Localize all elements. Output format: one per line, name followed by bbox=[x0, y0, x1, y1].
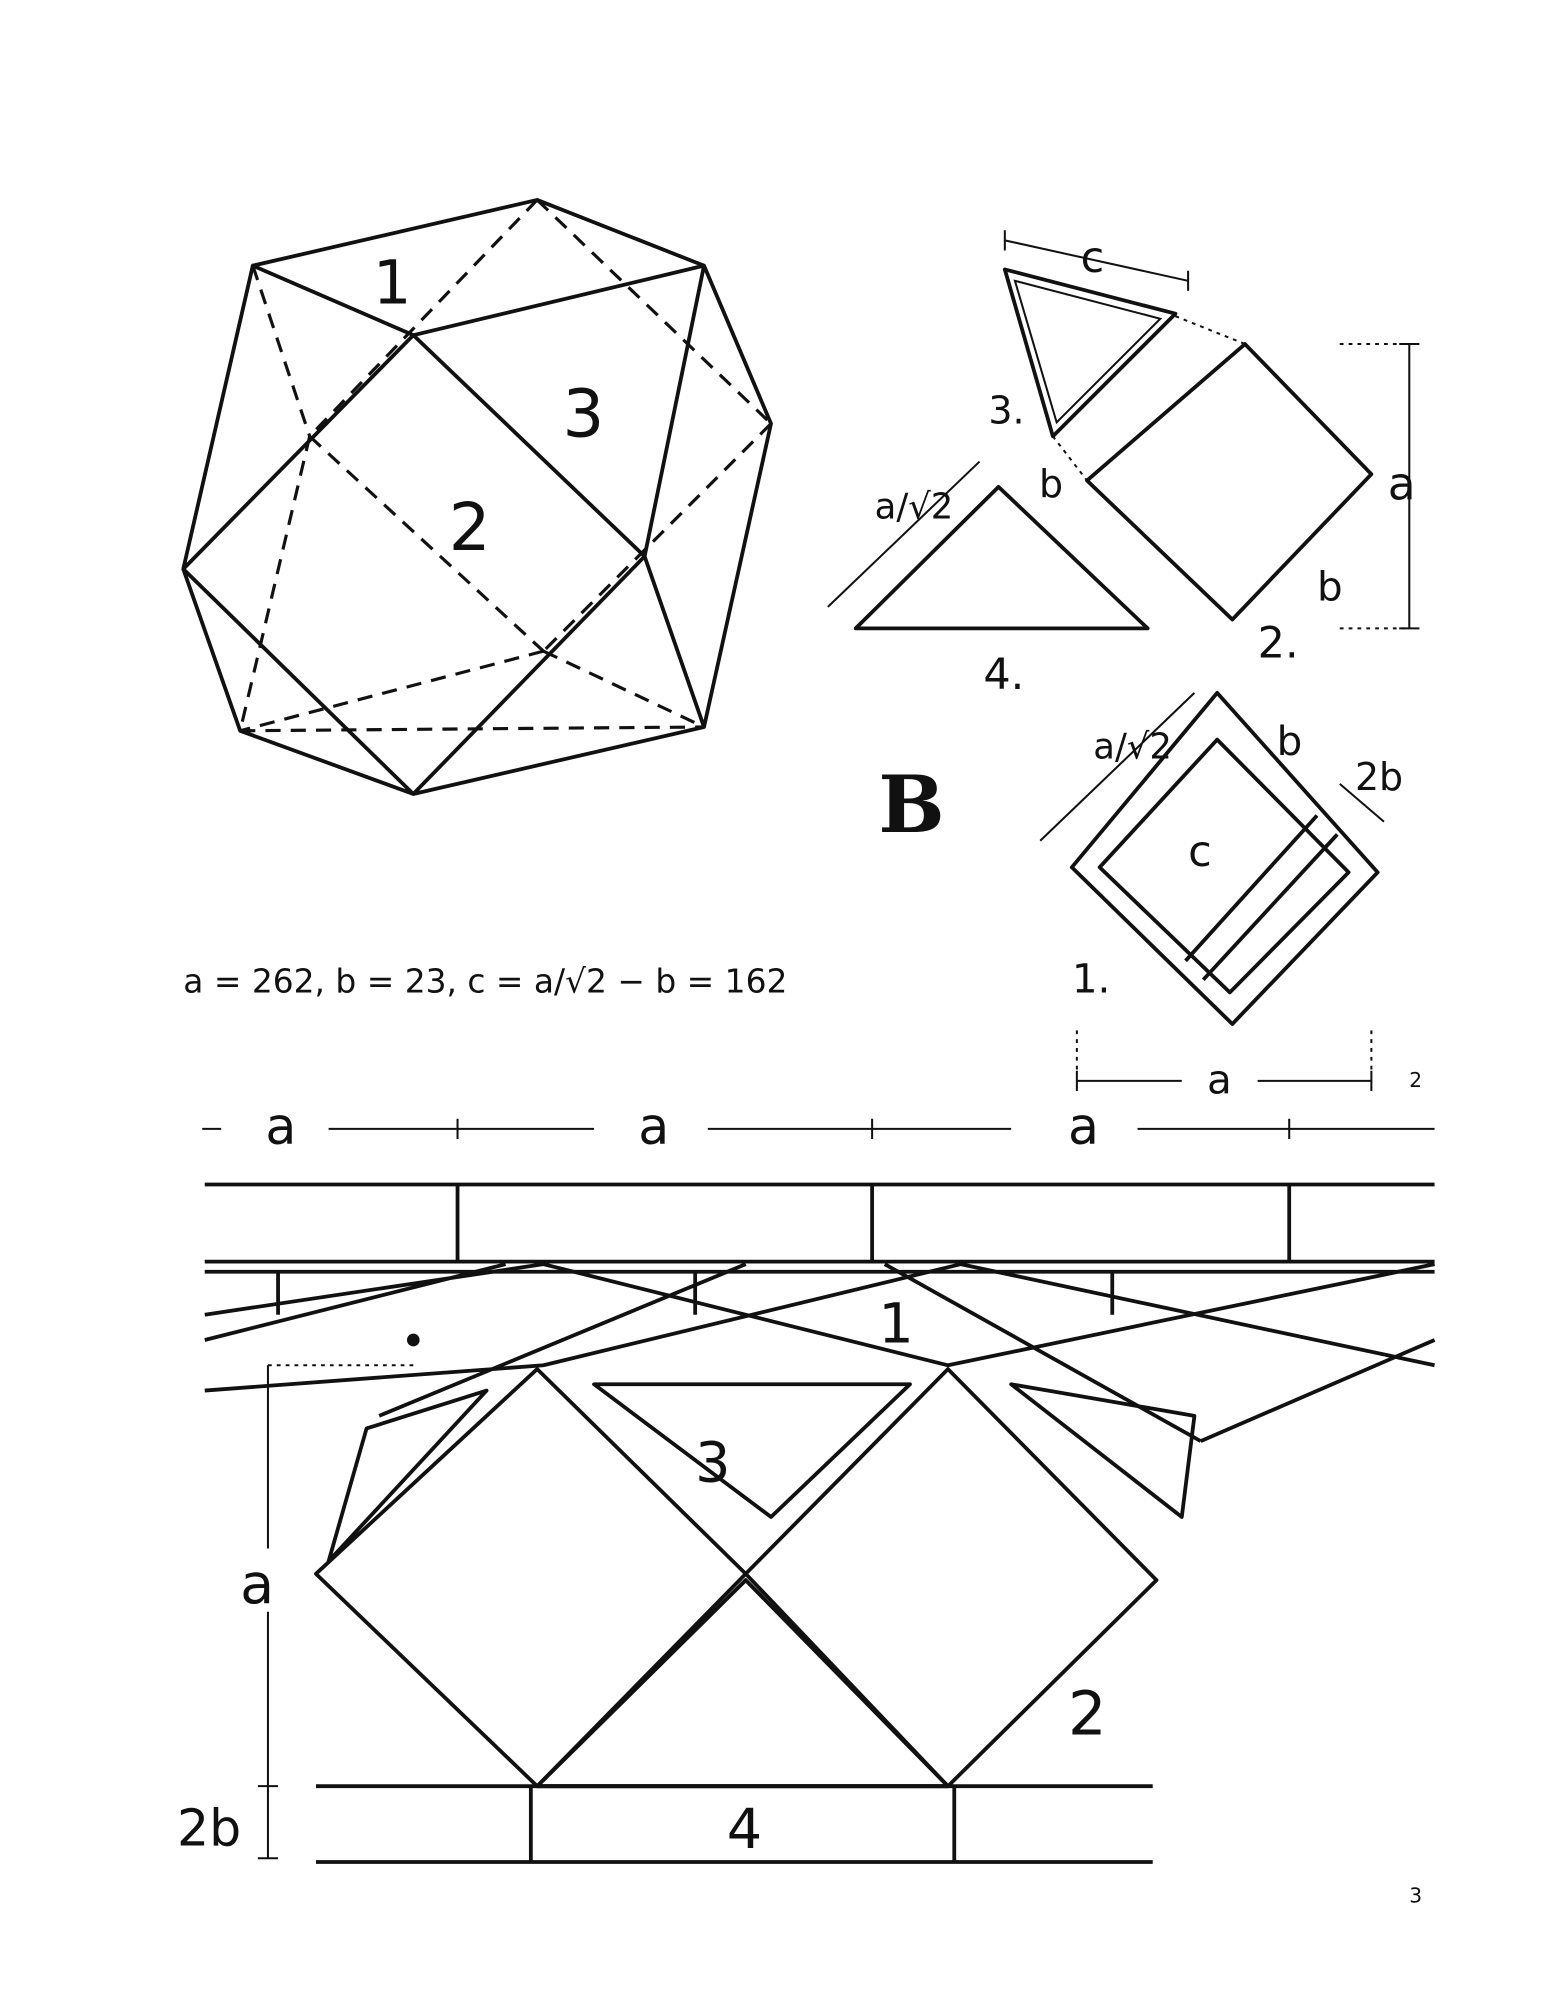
dim-2b-frame: 2b bbox=[1355, 755, 1403, 799]
pieces-detail: c 3. a b 2. a/√2 b 4. bbox=[827, 230, 1420, 700]
page-number-2: 2 bbox=[1409, 1068, 1422, 1092]
piece-label-1: 1. bbox=[1072, 954, 1111, 1002]
dim-a-right: a bbox=[1388, 457, 1416, 510]
page-number-3: 3 bbox=[1409, 1883, 1422, 1907]
cuboctahedron: 1 3 2 bbox=[181, 198, 773, 796]
face-label-1: 1 bbox=[373, 249, 412, 319]
dim-a-frame: a bbox=[1207, 1056, 1232, 1104]
face-label-2: 2 bbox=[449, 490, 491, 566]
elevation-label-1: 1 bbox=[878, 1292, 913, 1357]
elevation-label-3: 3 bbox=[695, 1431, 730, 1496]
formula: a = 262, b = 23, c = a/√2 − b = 162 bbox=[183, 961, 787, 1000]
top-dim-a-3: a bbox=[1068, 1097, 1099, 1156]
side-dim-a: a bbox=[240, 1552, 274, 1617]
dim-c-frame: c bbox=[1188, 827, 1212, 877]
dim-b-frame: b bbox=[1277, 717, 1303, 765]
dim-a-over-root2: a/√2 bbox=[875, 486, 954, 527]
top-dim-a-1: a bbox=[265, 1097, 296, 1156]
top-dim-a-2: a bbox=[638, 1097, 669, 1156]
frame-piece-1: a/√2 b 2b c 1. a bbox=[1039, 690, 1403, 1104]
dim-c: c bbox=[1081, 233, 1105, 283]
elevation-label-4: 4 bbox=[727, 1797, 762, 1862]
side-dim-2b: 2b bbox=[177, 1799, 241, 1858]
piece-label-2: 2. bbox=[1258, 618, 1299, 668]
dim-b-square: b bbox=[1317, 563, 1343, 611]
section-letter: B bbox=[878, 759, 944, 851]
piece-label-3: 3. bbox=[988, 389, 1024, 433]
dim-b-triangle: b bbox=[1039, 462, 1063, 506]
dim-a-over-root2-frame: a/√2 bbox=[1093, 727, 1172, 768]
face-label-3: 3 bbox=[562, 376, 604, 452]
elevation-label-2: 2 bbox=[1068, 1679, 1107, 1749]
elevation-drawing: a a a a 2b 1 3 2 4 bbox=[177, 1097, 1436, 1864]
piece-label-4: 4. bbox=[983, 650, 1024, 700]
